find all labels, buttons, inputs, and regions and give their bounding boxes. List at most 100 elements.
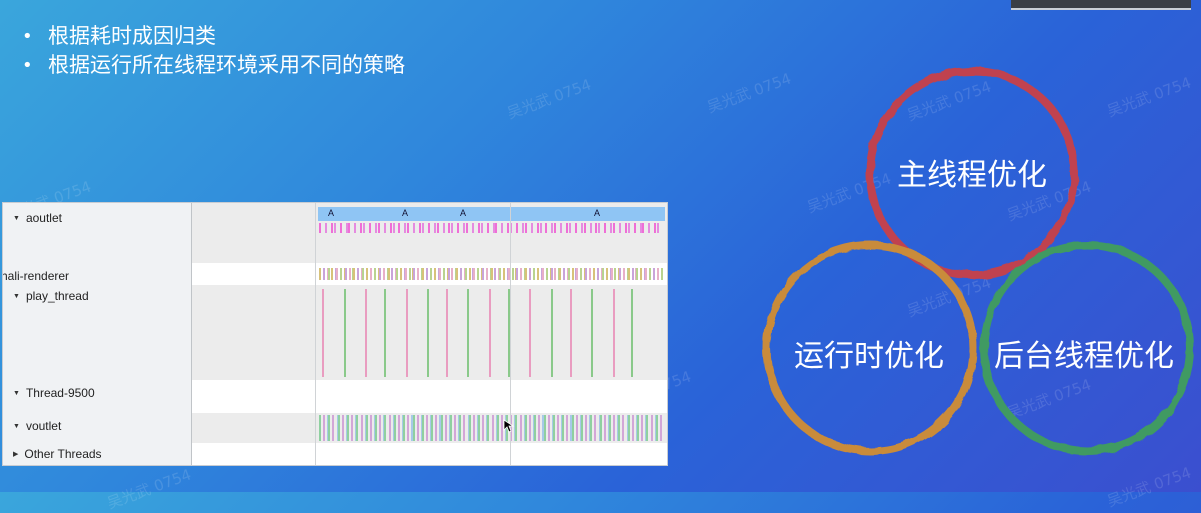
timeline-lane bbox=[192, 413, 667, 443]
thread-row-voutlet[interactable]: ▼ voutlet bbox=[13, 419, 61, 433]
trace-slice bbox=[407, 415, 410, 441]
trace-slice bbox=[618, 415, 621, 441]
trace-slice bbox=[619, 268, 622, 280]
trace-slice bbox=[477, 268, 480, 280]
circle-background-thread bbox=[980, 241, 1194, 455]
trace-slice bbox=[420, 415, 423, 441]
trace-viewer: ▼aoutlet hali-renderer ▼play_thread ▼Thr… bbox=[2, 202, 668, 466]
trace-slice bbox=[336, 268, 339, 280]
expand-triangle-icon[interactable]: ▼ bbox=[13, 214, 20, 222]
trace-slice bbox=[622, 415, 625, 441]
trace-slice bbox=[421, 223, 424, 233]
thread-row-hali-renderer[interactable]: hali-renderer bbox=[3, 269, 69, 283]
thread-row-thread-9500[interactable]: ▼Thread-9500 bbox=[13, 386, 95, 400]
trace-slice bbox=[604, 223, 607, 233]
trace-slice bbox=[445, 289, 448, 377]
trace-slice bbox=[648, 268, 651, 280]
trace-slice bbox=[530, 223, 533, 233]
trace-slice bbox=[640, 268, 643, 280]
trace-slice bbox=[645, 415, 648, 441]
trace-slice bbox=[589, 415, 592, 441]
trace-slice bbox=[473, 268, 476, 280]
trace-slice bbox=[440, 415, 443, 441]
trace-slice bbox=[496, 415, 499, 441]
trace-marker: A bbox=[328, 208, 335, 218]
trace-slice bbox=[562, 415, 565, 441]
trace-slice bbox=[392, 415, 395, 441]
trace-slice bbox=[433, 223, 436, 233]
trace-slice bbox=[421, 268, 424, 280]
trace-slice bbox=[427, 223, 430, 233]
trace-slice bbox=[594, 415, 597, 441]
trace-slice bbox=[332, 415, 335, 441]
trace-slice bbox=[612, 289, 615, 377]
expand-triangle-icon[interactable]: ▼ bbox=[13, 389, 20, 397]
trace-slice bbox=[356, 415, 359, 441]
trace-slice bbox=[618, 223, 621, 233]
trace-slice bbox=[613, 223, 615, 233]
bullet-text: 根据运行所在线程环境采用不同的策略 bbox=[48, 53, 405, 77]
mouse-cursor-icon bbox=[503, 419, 515, 433]
trace-slice bbox=[655, 415, 658, 441]
trace-slice bbox=[360, 223, 363, 233]
trace-slice bbox=[339, 223, 342, 233]
trace-slice bbox=[322, 268, 325, 280]
trace-slice bbox=[556, 415, 559, 441]
trace-slice bbox=[576, 268, 579, 280]
trace-slice bbox=[360, 415, 363, 441]
trace-slice bbox=[427, 289, 430, 377]
trace-slice bbox=[646, 415, 649, 441]
trace-slice bbox=[387, 268, 390, 280]
trace-slice bbox=[554, 268, 557, 280]
trace-slice bbox=[336, 415, 339, 441]
trace-slice bbox=[661, 268, 664, 280]
trace-slice bbox=[642, 223, 645, 233]
trace-slice bbox=[551, 415, 554, 441]
trace-slice bbox=[510, 415, 513, 441]
trace-slice bbox=[411, 415, 414, 441]
trace-slice bbox=[593, 268, 596, 280]
trace-slice bbox=[550, 268, 553, 280]
trace-slice bbox=[348, 268, 351, 280]
trace-slice bbox=[449, 415, 452, 441]
trace-slice bbox=[436, 223, 439, 233]
trace-slice bbox=[379, 415, 382, 441]
trace-slice bbox=[495, 415, 498, 441]
expand-triangle-icon[interactable]: ▼ bbox=[13, 292, 20, 300]
trace-slice bbox=[417, 268, 420, 280]
thread-row-aoutlet[interactable]: ▼aoutlet bbox=[13, 211, 62, 225]
trace-slice bbox=[365, 415, 368, 441]
expand-triangle-icon[interactable]: ▶ bbox=[13, 451, 19, 458]
thread-row-play-thread[interactable]: ▼play_thread bbox=[13, 289, 89, 303]
trace-slice bbox=[583, 223, 586, 233]
trace-slice bbox=[561, 415, 564, 441]
trace-slice bbox=[412, 415, 415, 441]
trace-slice bbox=[466, 223, 468, 233]
trace-slice bbox=[568, 223, 571, 233]
trace-slice bbox=[601, 268, 604, 280]
trace-slice bbox=[644, 268, 647, 280]
trace-slice bbox=[343, 289, 346, 377]
trace-slice bbox=[533, 415, 536, 441]
trace-slice bbox=[516, 268, 519, 280]
trace-slice bbox=[331, 268, 334, 280]
circle-main-thread bbox=[866, 67, 1078, 279]
trace-slice bbox=[536, 223, 539, 233]
trace-slice bbox=[389, 223, 392, 233]
trace-slice bbox=[489, 289, 491, 377]
trace-slice bbox=[425, 268, 428, 280]
trace-slice bbox=[344, 268, 347, 280]
trace-slice bbox=[501, 223, 504, 233]
trace-slice bbox=[476, 415, 479, 441]
trace-slice bbox=[458, 415, 461, 441]
trace-slice bbox=[353, 268, 356, 280]
thread-label: voutlet bbox=[25, 419, 62, 433]
trace-slice bbox=[528, 415, 531, 441]
circle-label: 后台线程优化 bbox=[994, 339, 1174, 374]
trace-slice bbox=[614, 268, 617, 280]
trace-slice bbox=[507, 289, 510, 377]
thread-row-other-threads[interactable]: ▶Other Threads bbox=[13, 447, 102, 461]
trace-slice bbox=[377, 223, 380, 233]
expand-triangle-icon[interactable]: ▼ bbox=[13, 422, 20, 430]
